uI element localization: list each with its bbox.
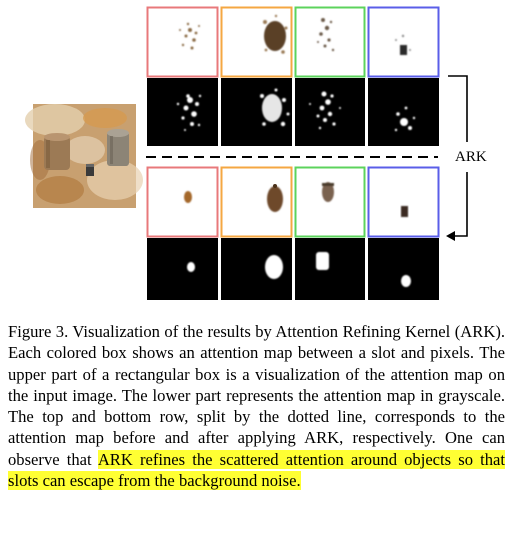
top-row-overlays [146, 6, 440, 78]
ark-label: ARK [455, 149, 487, 165]
figure-graphic: ARK [25, 6, 487, 300]
caption-text: Figure 3. Visualization of the results b… [8, 322, 505, 469]
ark-arrow [448, 75, 468, 237]
bottom-row-overlays [146, 166, 440, 238]
input-image [25, 104, 143, 208]
bottom-row-grayscale [147, 238, 439, 300]
arrow-head-icon [446, 231, 455, 241]
figure-caption: Figure 3. Visualization of the results b… [8, 321, 505, 491]
top-row-grayscale [147, 78, 439, 146]
